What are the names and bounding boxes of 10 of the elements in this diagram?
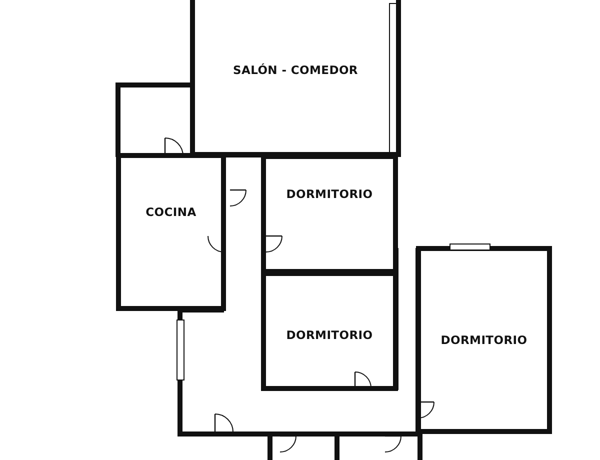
room-label: DORMITORIO — [440, 333, 528, 347]
room — [116, 153, 226, 311]
room-label: SALÓN - COMEDOR — [233, 62, 358, 76]
room-label: DORMITORIO — [286, 328, 373, 342]
room-label: DORMITORIO — [286, 187, 373, 201]
room — [190, 0, 401, 157]
room-label: COCINA — [146, 205, 196, 219]
room — [261, 271, 398, 391]
room — [416, 246, 552, 434]
room — [261, 154, 398, 274]
